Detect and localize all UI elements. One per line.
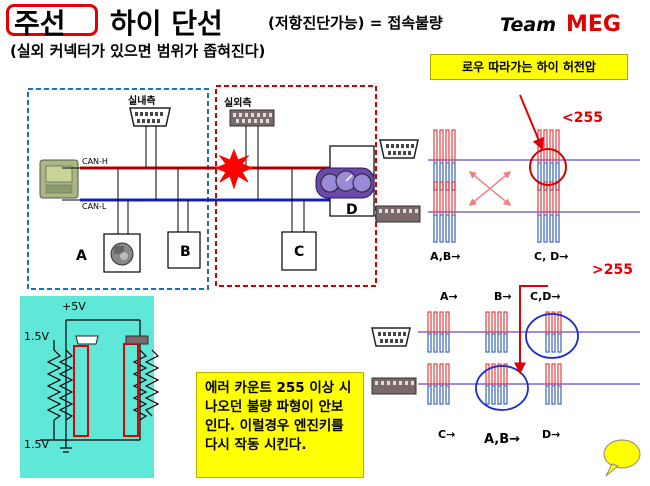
pulse-low	[445, 385, 450, 405]
brand-team: Team	[500, 14, 557, 36]
title-boxed-word: 주선	[14, 7, 66, 40]
label-plus5v: +5V	[62, 300, 86, 313]
pulse-low	[555, 214, 560, 243]
instrument-cluster-icon	[315, 167, 375, 199]
highlight-circle-top	[529, 148, 567, 186]
pulse-low	[551, 333, 556, 353]
pulse-low	[485, 333, 490, 353]
subtitle: (실외 커넥터가 있으면 범위가 좁혀진다)	[10, 42, 266, 60]
outdoor-connector	[229, 109, 275, 127]
pulse-low	[451, 162, 456, 191]
pulse-low	[485, 385, 490, 405]
label-v-bottom: 1.5V	[24, 438, 50, 451]
pulse-low	[445, 162, 450, 191]
device-b-box	[167, 231, 201, 269]
label-indoor: 실내측	[128, 96, 156, 107]
pulse-low	[551, 385, 556, 405]
wave-label-cd-top: C, D→	[534, 250, 569, 263]
label-can-l: CAN-L	[82, 202, 107, 211]
pulse-low	[445, 333, 450, 353]
pulse-low	[503, 385, 508, 405]
pulse-low	[451, 214, 456, 243]
node-label-a: A	[76, 248, 87, 264]
pulse-low	[439, 214, 444, 243]
outdoor-connector-right	[375, 205, 421, 223]
label-can-h: CAN-H	[82, 157, 108, 166]
note-box: 에러 카운트 255 이상 시 나오던 불량 파형이 안보인다. 이럴경우 엔진…	[196, 372, 364, 478]
pulse-low	[549, 214, 554, 243]
pulse-low	[543, 214, 548, 243]
outdoor-zone-box	[215, 85, 377, 287]
pulse-low	[537, 162, 542, 191]
obd-connector-bottom	[371, 327, 411, 347]
title-annotation: (저항진단가능) = 접속불량	[268, 14, 443, 32]
pulse-low	[433, 214, 438, 243]
pulse-low	[439, 162, 444, 191]
red-marker-left	[73, 345, 89, 437]
pulse-low	[545, 333, 550, 353]
mini-connector-2	[125, 335, 149, 345]
indoor-connector	[129, 107, 171, 127]
ecu-module-a	[39, 159, 79, 199]
brand-meg: MEG	[566, 12, 621, 37]
waveform-pulses-bottom	[427, 311, 562, 405]
label-lt255: <255	[562, 110, 603, 126]
waveform-top	[428, 159, 640, 213]
pulse-low	[439, 333, 444, 353]
pulse-low	[445, 214, 450, 243]
pulse-low	[433, 385, 438, 405]
wave-label-ab-bottom: A,B→	[484, 432, 521, 447]
label-gt255: >255	[592, 262, 633, 278]
pulse-low	[433, 333, 438, 353]
speech-bubble-icon	[603, 439, 641, 477]
arrow-bottom	[514, 285, 548, 375]
label-v-top: 1.5V	[24, 330, 50, 343]
label-outdoor: 실외측	[224, 98, 252, 109]
device-c-box	[281, 231, 317, 271]
wave-label-ab-top: A,B→	[430, 250, 461, 263]
node-label-c: C	[294, 244, 305, 260]
sensor-icon	[110, 242, 134, 266]
node-label-b: B	[180, 244, 191, 260]
mini-connector-1	[75, 335, 99, 345]
pulse-low	[549, 162, 554, 191]
wave-label-a: A→	[440, 290, 458, 303]
waveform-pulses-top	[433, 129, 560, 243]
pulse-low	[555, 162, 560, 191]
callout-label: 로우 따라가는 하이 허전압	[430, 54, 628, 80]
node-label-d: D	[346, 202, 358, 218]
arrow-callout	[519, 94, 544, 151]
pulse-low	[557, 333, 562, 353]
pulse-low	[497, 333, 502, 353]
pulse-low	[491, 333, 496, 353]
highlight-ellipse-bottom-1	[525, 313, 579, 359]
indoor-zone-box	[27, 88, 209, 290]
pulse-low	[543, 162, 548, 191]
pulse-low	[491, 385, 496, 405]
page-title: 하이 단선	[110, 7, 223, 40]
pulse-low	[427, 385, 432, 405]
pulse-low	[497, 385, 502, 405]
pulse-low	[427, 333, 432, 353]
wave-label-cd: C,D→	[530, 290, 561, 303]
wire-break-icon	[214, 148, 254, 190]
outdoor-connector-bottom	[371, 377, 417, 395]
waveform-bottom	[418, 331, 640, 385]
pulse-low	[439, 385, 444, 405]
wave-label-d: D→	[542, 428, 561, 441]
pulse-low	[545, 385, 550, 405]
pulse-low	[557, 385, 562, 405]
pulse-low	[433, 162, 438, 191]
wave-label-b: B→	[494, 290, 512, 303]
highlight-ellipse-bottom-2	[475, 365, 529, 411]
wave-label-c: C→	[438, 428, 456, 441]
obd-connector-top	[379, 139, 419, 159]
pulse-low	[503, 333, 508, 353]
title-highlight-box	[6, 4, 98, 36]
pulse-low	[537, 214, 542, 243]
